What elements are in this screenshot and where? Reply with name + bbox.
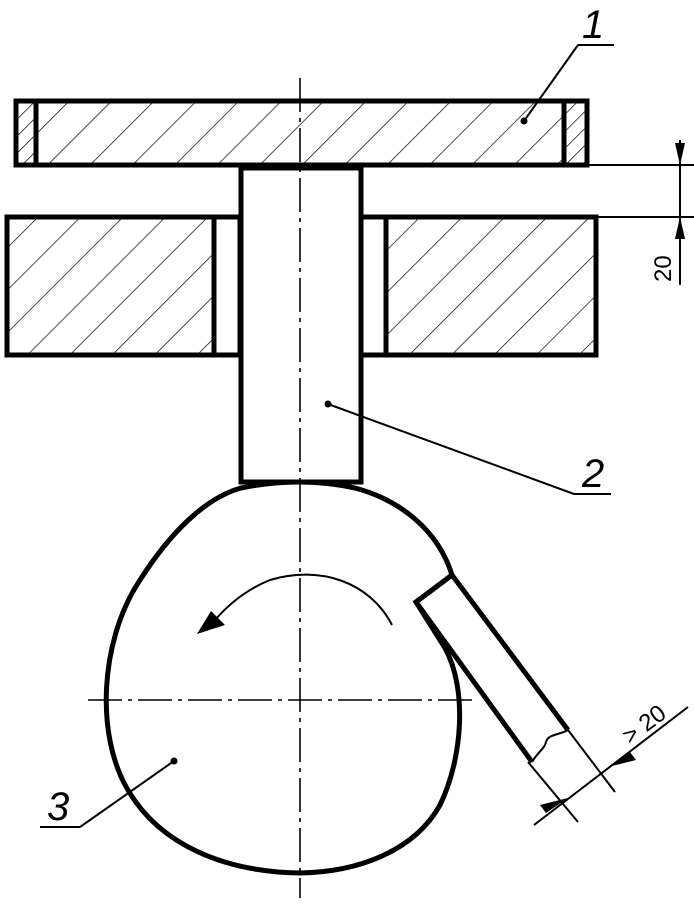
follower-arm (412, 571, 616, 823)
rotation-arrow-icon (197, 573, 393, 634)
gap-dimension-value: 20 (650, 255, 677, 282)
gap-dimension: 20 (587, 140, 694, 285)
part-label-2: 2 (581, 452, 604, 496)
guide-block-right (358, 214, 599, 358)
leader-1: 1 (520, 3, 614, 125)
cam (103, 479, 463, 876)
top-plate (13, 98, 590, 168)
centre-lines (88, 78, 474, 898)
leader-2: 2 (324, 400, 611, 496)
guide-block-left (4, 214, 243, 358)
part-label-1: 1 (582, 3, 604, 47)
width-dimension-value: > 20 (617, 700, 671, 750)
part-label-3: 3 (47, 785, 69, 829)
pusher-rod (238, 165, 364, 485)
leader-3: 3 (40, 757, 178, 829)
